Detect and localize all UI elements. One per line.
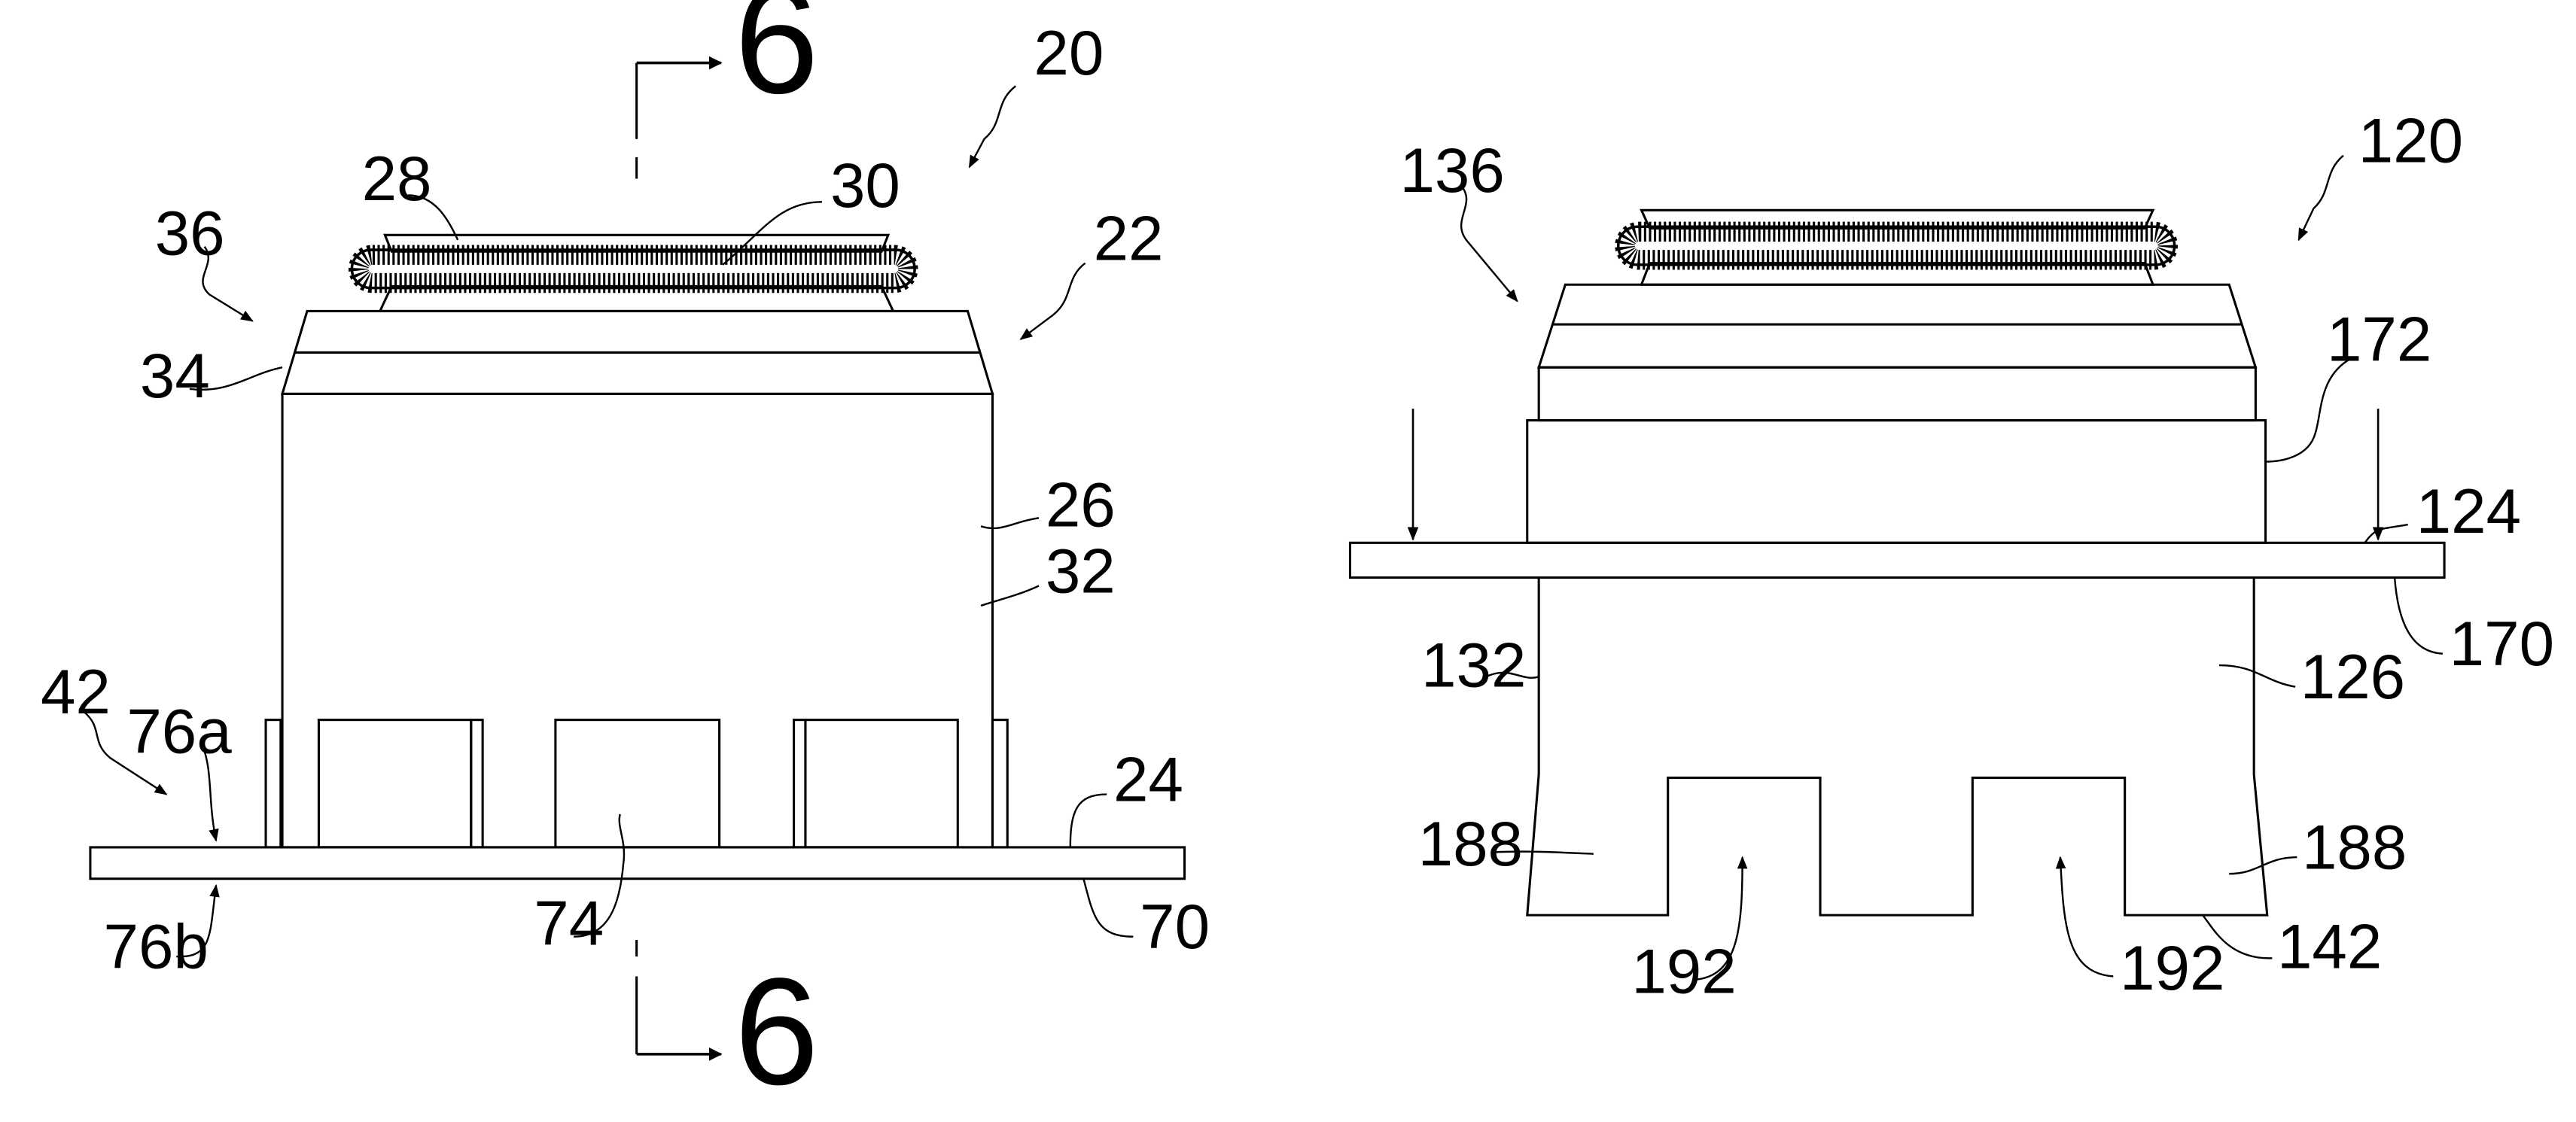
ref-30: 30 xyxy=(830,150,900,220)
ref-22: 22 xyxy=(1094,202,1164,273)
ref-192-left: 192 xyxy=(1631,935,1736,1006)
ref-70: 70 xyxy=(1140,891,1210,962)
flange-plate xyxy=(1350,543,2444,577)
ref-76a: 76a xyxy=(126,696,232,767)
ref-76b: 76b xyxy=(104,911,209,981)
o-ring-seal-right xyxy=(1618,227,2175,265)
base-plate xyxy=(90,847,1185,879)
terminal-pins xyxy=(266,720,1007,847)
ref-192-right: 192 xyxy=(2120,932,2224,1003)
leader-lines-right xyxy=(1461,156,2443,980)
cap-assembly-right xyxy=(1539,210,2255,420)
ref-28: 28 xyxy=(362,143,432,214)
labels-left: 6 6 20 22 28 30 36 34 26 32 42 76a 24 76… xyxy=(41,0,1210,1116)
ref-36: 36 xyxy=(155,198,225,269)
ref-34: 34 xyxy=(140,340,210,411)
ref-170: 170 xyxy=(2450,608,2554,679)
ref-120: 120 xyxy=(2358,105,2463,176)
section-label-top: 6 xyxy=(734,0,819,125)
section-line-6 xyxy=(637,63,721,1054)
main-body xyxy=(282,394,992,847)
ref-136: 136 xyxy=(1399,135,1504,205)
collar xyxy=(1527,421,2266,543)
ref-32: 32 xyxy=(1046,535,1116,606)
ref-24: 24 xyxy=(1113,743,1183,814)
ref-26: 26 xyxy=(1046,469,1116,540)
ref-74: 74 xyxy=(534,888,604,959)
ref-188-right: 188 xyxy=(2302,812,2407,883)
leader-lines xyxy=(84,86,1133,956)
main-body-right xyxy=(1527,577,2267,915)
o-ring-seal xyxy=(352,250,915,288)
force-arrows xyxy=(1413,409,2378,540)
figure-left xyxy=(84,63,1184,1054)
ref-20: 20 xyxy=(1034,17,1104,88)
ref-132: 132 xyxy=(1421,630,1526,701)
ref-42: 42 xyxy=(41,656,111,727)
ref-124: 124 xyxy=(2416,476,2521,546)
ref-188-left: 188 xyxy=(1418,808,1523,879)
section-label-bottom: 6 xyxy=(734,946,819,1116)
ref-172: 172 xyxy=(2327,303,2431,374)
ref-126: 126 xyxy=(2300,641,2405,712)
ref-142: 142 xyxy=(2277,911,2382,981)
